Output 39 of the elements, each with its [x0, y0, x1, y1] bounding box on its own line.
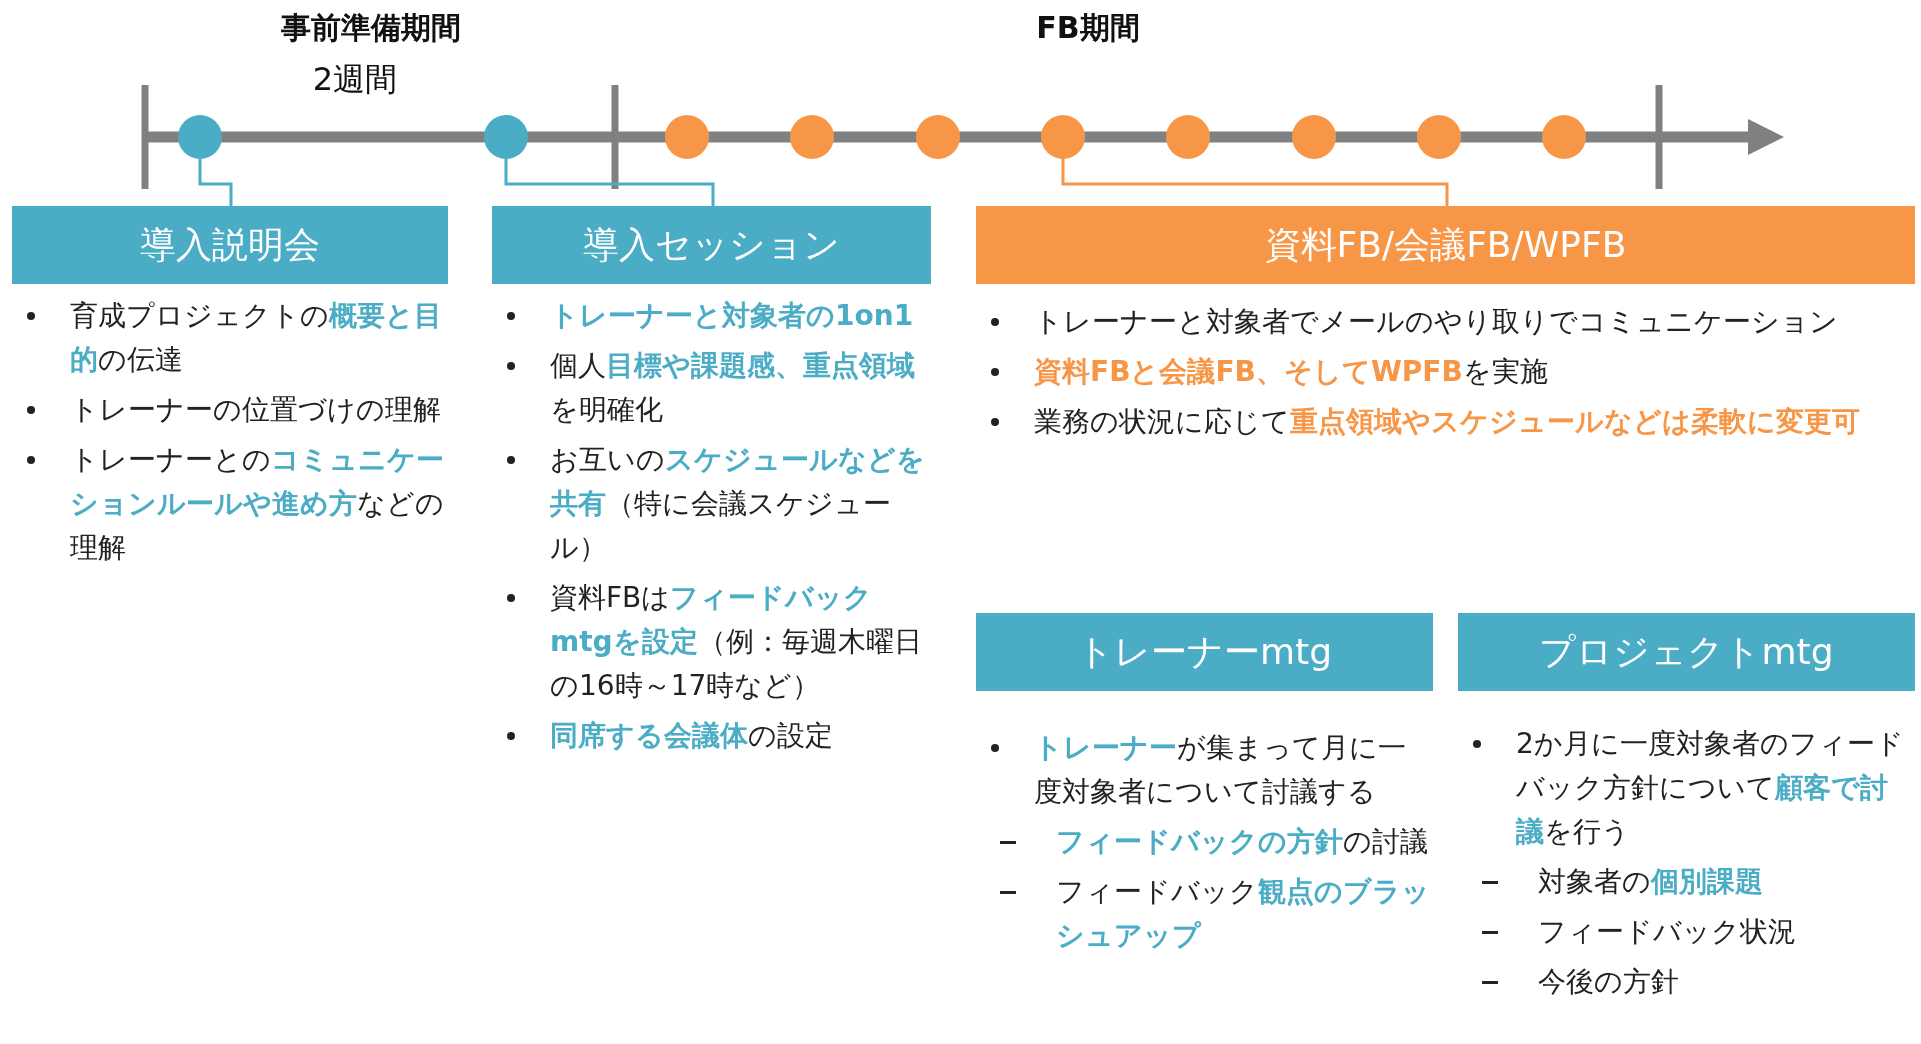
period-title: 事前準備期間: [281, 9, 461, 47]
milestone-dot: [790, 115, 834, 159]
milestone-dot: [1292, 115, 1336, 159]
phase-header: プロジェクトmtg: [1458, 613, 1915, 691]
period-title: FB期間: [1036, 9, 1140, 47]
bullet-text: トレーナーと対象者の1on1: [550, 298, 914, 334]
bullet-text: 対象者の個別課題: [1538, 864, 1763, 900]
bullet-text: トレーナーとのコミュニケーションルールや進め方などの理解: [70, 442, 445, 566]
bullet-text: 資料FBはフィードバックmtgを設定（例：毎週木曜日の16時～17時など）: [550, 580, 923, 704]
bullet-text: 育成プロジェクトの概要と目的の伝達: [70, 298, 443, 378]
bullet-text: トレーナーの位置づけの理解: [70, 392, 441, 428]
connector-line: [504, 159, 715, 206]
milestone-dot: [178, 115, 222, 159]
milestone-dot: [1166, 115, 1210, 159]
bullet-text: 今後の方針: [1538, 964, 1679, 1000]
milestone-dot: [665, 115, 709, 159]
milestone-dot: [1542, 115, 1586, 159]
connector-line: [1061, 159, 1449, 206]
milestone-dot: [916, 115, 960, 159]
bullet-text: 業務の状況に応じて重点領域やスケジュールなどは柔軟に変更可: [1034, 404, 1860, 440]
duration-label: 2週間: [312, 59, 398, 100]
milestone-dot: [1417, 115, 1461, 159]
bullet-text: 資料FBと会議FB、そしてWPFBを実施: [1034, 354, 1548, 390]
bullet-text: 同席する会議体の設定: [550, 718, 833, 754]
phase-header: トレーナーmtg: [976, 613, 1433, 691]
phase-header: 資料FB/会議FB/WPFB: [976, 206, 1915, 284]
bullet-text: トレーナーと対象者でメールのやり取りでコミュニケーション: [1034, 304, 1838, 340]
milestone-dot: [484, 115, 528, 159]
bullet-text: フィードバックの方針の討議: [1056, 824, 1428, 860]
bullet-text: フィードバック観点のブラッシュアップ: [1056, 874, 1430, 954]
bullet-text: フィードバック状況: [1538, 914, 1796, 950]
phase-header: 導入セッション: [492, 206, 931, 284]
bullet-text: 2か月に一度対象者のフィードバック方針について顧客で討議を行う: [1516, 726, 1905, 850]
bullet-text: トレーナーが集まって月に一度対象者について討議する: [1034, 730, 1407, 810]
phase-header: 導入説明会: [12, 206, 448, 284]
bullet-text: お互いのスケジュールなどを共有（特に会議スケジュール）: [550, 442, 926, 566]
connector-line: [198, 159, 233, 206]
bullet-text: 個人目標や課題感、重点領域を明確化: [550, 348, 916, 428]
milestone-dot: [1041, 115, 1085, 159]
